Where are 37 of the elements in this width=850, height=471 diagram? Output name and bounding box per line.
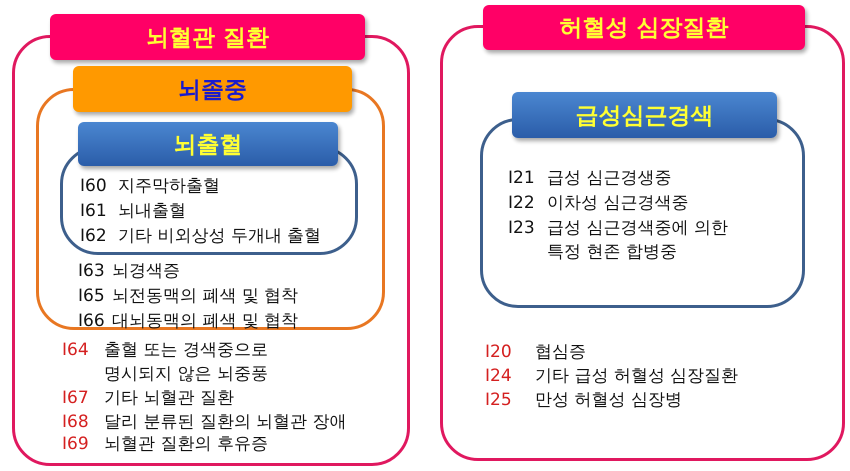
disease-name: 급성 심근경색중에 의한 특정 현존 합병중 [547,217,729,264]
disease-name: 기타 비외상성 두개내 출혈 [118,225,322,248]
heading-banner: 급성심근경색 [512,92,777,138]
code-label: I24 [485,365,512,388]
code-label: I66 [78,310,105,333]
disease-name: 기타 급성 허혈성 심장질환 [535,365,740,388]
code-label: I21 [508,167,535,190]
code-label: I64 [62,339,89,362]
disease-name: 뇌전동맥의 폐색 및 협착 [112,285,300,308]
disease-name: 대뇌동맥의 폐색 및 협착 [112,310,300,333]
disease-name: 이차성 심근경색중 [547,192,690,215]
disease-name: 급성 심근경생중 [547,167,672,190]
disease-name: 출혈 또는 경색중으로 명시되지 않은 뇌중풍 [104,339,269,386]
disease-name: 만성 허혈성 심장병 [535,389,683,412]
code-label: I69 [62,433,89,456]
code-label: I60 [80,175,107,198]
disease-name: 달리 분류된 질환의 뇌혈관 장애 [104,411,348,434]
disease-name: 기타 뇌혈관 질환 [104,387,235,410]
heading-banner: 뇌졸중 [73,66,352,112]
heading-banner: 허혈성 심장질환 [483,5,805,50]
code-label: I67 [62,387,89,410]
code-label: I62 [80,225,107,248]
disease-name: 뇌경색증 [112,260,181,283]
code-label: I20 [485,341,512,364]
heading-banner: 뇌혈관 질환 [50,14,365,60]
disease-name: 협심증 [535,341,587,364]
code-label: I61 [80,200,107,223]
disease-name: 뇌혈관 질환의 후유증 [104,433,269,456]
disease-name: 지주막하출혈 [118,175,221,198]
code-label: I23 [508,217,535,240]
heading-banner: 뇌출혈 [78,122,338,166]
code-label: I25 [485,389,512,412]
code-label: I22 [508,192,535,215]
disease-name: 뇌내출혈 [118,200,187,223]
code-label: I63 [78,260,105,283]
code-label: I68 [62,411,89,434]
code-label: I65 [78,285,105,308]
